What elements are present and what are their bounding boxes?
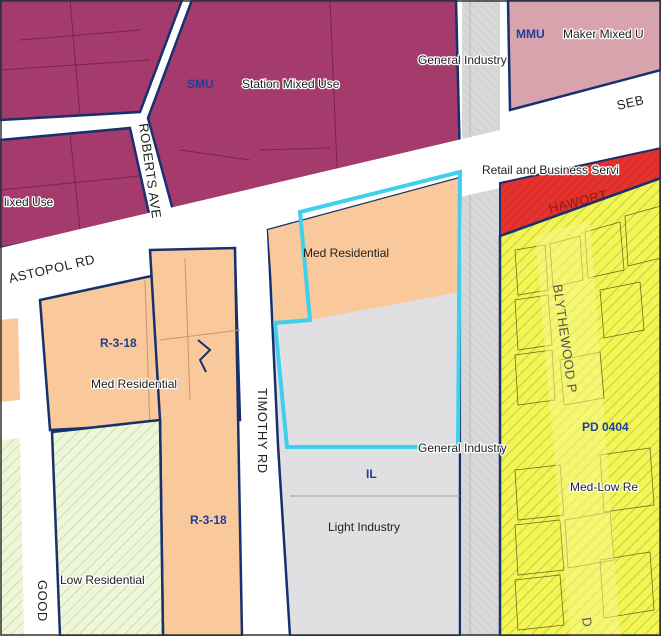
res-lot-lines: [144, 257, 241, 431]
zone-retail-business[interactable]: [499, 146, 661, 238]
zone-med-residential-parcel[interactable]: [268, 178, 460, 325]
rail-corridor: [462, 0, 500, 636]
label-light-industry: Light Industry: [328, 520, 400, 534]
zone-low-residential-edge: [0, 438, 24, 636]
zone-r-3-18-lower[interactable]: [148, 246, 244, 638]
label-mmu-code: MMU: [516, 27, 545, 41]
label-maker-mixed: Maker Mixed U: [563, 27, 644, 41]
label-retail-business: Retail and Business Servi: [482, 163, 619, 177]
label-il-code: IL: [366, 467, 377, 481]
label-r-3-18-lower: R-3-18: [190, 513, 227, 527]
zone-low-residential[interactable]: [50, 418, 165, 638]
label-low-residential: Low Residential: [60, 573, 145, 587]
label-smu-code: SMU: [187, 77, 214, 91]
label-med-residential-parcel: Med Residential: [303, 246, 389, 260]
label-med-residential-west: Med Residential: [91, 377, 177, 391]
smu-lot-lines: [0, 0, 339, 231]
road-label-timothy-rd: TIMOTHY RD: [255, 388, 270, 474]
road-blythewood: [535, 220, 620, 636]
label-mixed-use-west: lixed Use: [4, 195, 54, 209]
road-label-blythewood-lower: D: [579, 616, 595, 628]
label-med-low-residential: Med-Low Re: [570, 480, 638, 494]
label-general-industry-mid: General Industry: [418, 441, 507, 455]
label-r-3-18-upper: R-3-18: [100, 336, 137, 350]
zone-med-residential-edge: [0, 318, 20, 402]
road-sebastopol[interactable]: [0, 92, 661, 300]
parcel-jog: [197, 339, 212, 373]
road-label-goodman: GOOD: [35, 580, 50, 622]
label-station-mixed-use: Station Mixed Use: [242, 77, 340, 91]
zone-maker-mixed-use[interactable]: [506, 0, 661, 112]
road-label-sebastopol-east: SEB: [615, 92, 645, 113]
subject-parcel-highlight[interactable]: [272, 169, 463, 449]
label-general-industry-top: General Industry: [418, 53, 507, 67]
label-pd-0404: PD 0404: [582, 420, 629, 434]
